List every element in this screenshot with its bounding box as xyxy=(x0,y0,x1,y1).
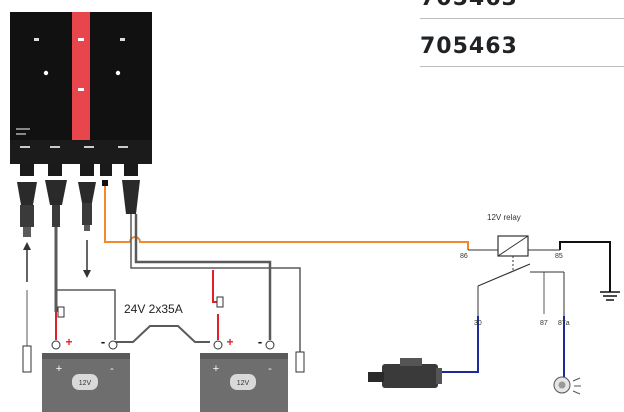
status-led-icon xyxy=(43,70,49,76)
relay-pin-87a: 87a xyxy=(558,320,570,327)
series-link-wire xyxy=(113,325,210,343)
battery-minus-symbol: - xyxy=(268,363,272,375)
product-table-row: 705463 xyxy=(420,34,624,59)
unit-marking xyxy=(20,146,30,148)
unit-marking xyxy=(50,146,60,148)
battery-plus-symbol: + xyxy=(56,363,62,375)
unit-marking xyxy=(118,146,128,148)
charger-unit-icon xyxy=(10,12,152,176)
unit-marking xyxy=(16,128,30,130)
cable-plug-icon xyxy=(17,182,37,237)
cable-plug-icon xyxy=(102,180,108,186)
cable-plug-icon xyxy=(78,182,96,231)
relay-wire xyxy=(530,271,545,314)
arrow-up-icon xyxy=(23,242,31,282)
terminal-plus-label: + xyxy=(65,335,72,349)
terminal-plus-label: + xyxy=(226,335,233,349)
relay-pin-85: 85 xyxy=(555,253,563,260)
battery-icon: 12V + - + - xyxy=(200,334,288,412)
connector-socket xyxy=(20,164,34,176)
unit-marking xyxy=(34,38,39,41)
fuse-icon xyxy=(216,296,224,308)
product-number-cell: 705463 xyxy=(420,0,518,10)
connector-socket xyxy=(124,164,138,176)
ground-wire xyxy=(559,241,611,292)
battery-icon: 12V + - + - xyxy=(42,334,130,412)
lamp-icon xyxy=(553,376,581,395)
relay-label: 12V relay xyxy=(487,213,521,222)
product-number-cell: 705463 xyxy=(420,34,518,59)
unit-marking xyxy=(16,133,26,135)
connector-socket xyxy=(80,164,94,176)
load-wire xyxy=(438,316,479,373)
relay-pin-30: 30 xyxy=(474,320,482,327)
battery-plus-symbol: + xyxy=(213,363,219,375)
terminal-minus-label: - xyxy=(258,334,262,349)
motor-icon xyxy=(368,358,442,388)
unit-marking xyxy=(120,38,125,41)
unit-marking xyxy=(84,146,94,148)
unit-stripe xyxy=(72,12,90,142)
table-divider xyxy=(420,66,624,67)
sensor-probe-icon xyxy=(22,345,32,373)
unit-marking xyxy=(78,38,84,41)
relay-icon xyxy=(468,235,565,316)
table-divider xyxy=(420,18,624,19)
relay-pin-86: 86 xyxy=(460,253,468,260)
fuse-icon xyxy=(57,306,65,318)
product-table-row-partial: 705463 xyxy=(420,0,624,10)
battery-label: 12V xyxy=(79,380,92,387)
battery-label: 12V xyxy=(237,380,250,387)
sense-wire xyxy=(130,214,301,354)
arrow-down-icon xyxy=(83,240,91,278)
series-voltage-label: 24V 2x35A xyxy=(124,302,183,316)
cable-plug-icon xyxy=(45,180,67,227)
sensor-probe-icon xyxy=(295,351,305,373)
output-wire xyxy=(134,214,272,340)
connector-socket xyxy=(48,164,62,176)
ground-wire xyxy=(56,289,116,340)
signal-wire xyxy=(104,186,469,250)
unit-marking xyxy=(78,88,84,91)
terminal-minus-label: - xyxy=(101,334,105,349)
ground-icon xyxy=(600,291,620,301)
relay-pin-87: 87 xyxy=(540,320,548,327)
unit-connector-panel xyxy=(10,140,152,164)
battery-minus-symbol: - xyxy=(110,363,114,375)
cable-plug-icon xyxy=(122,180,140,214)
connector-socket xyxy=(100,164,112,176)
status-led-icon xyxy=(115,70,121,76)
